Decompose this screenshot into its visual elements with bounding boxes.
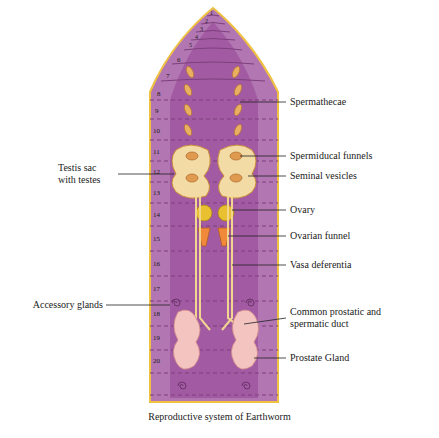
testis-sacs <box>172 145 256 198</box>
leader-lines <box>106 102 286 358</box>
segment-number: 16 <box>153 260 160 268</box>
segment-number: 11 <box>153 148 160 156</box>
accessory-glands <box>172 299 254 389</box>
part-label: Accessory glands <box>33 299 103 311</box>
vasa-deferentia <box>186 196 244 330</box>
segment-number: 18 <box>153 310 160 318</box>
ovarian-funnels <box>198 228 230 246</box>
part-label: Ovary <box>290 204 315 216</box>
prostate-glands <box>173 310 258 369</box>
segment-number: 6 <box>177 56 181 64</box>
segment-number: 9 <box>155 107 159 115</box>
segment-number: 5 <box>189 42 192 49</box>
segment-number: 10 <box>153 127 160 135</box>
part-label: Testis sac with testes <box>58 162 116 185</box>
segment-number: 4 <box>195 34 198 41</box>
segment-number: 17 <box>153 285 160 293</box>
figure-caption: Reproductive system of Earthworm <box>0 411 439 423</box>
segment-number: 15 <box>153 235 160 243</box>
spermathecae <box>183 65 244 136</box>
segment-number: 20 <box>153 357 160 365</box>
part-label: Seminal vesicles <box>290 170 357 182</box>
segment-number: 7 <box>166 72 170 80</box>
part-label: Common prostatic and spermatic duct <box>290 306 382 329</box>
segment-number: 14 <box>153 211 160 219</box>
part-label: Spermiducal funnels <box>290 150 372 162</box>
segment-number: 19 <box>153 334 160 342</box>
segment-ridges <box>161 15 265 81</box>
segment-number: 13 <box>153 189 160 197</box>
segment-number: 8 <box>157 90 161 98</box>
worm-body <box>150 8 278 402</box>
part-label: Spermathecae <box>290 96 346 108</box>
spermiducal-funnels <box>186 152 242 182</box>
part-label: Vasa deferentia <box>290 259 351 271</box>
part-label: Prostate Gland <box>290 352 349 364</box>
segment-number: 3 <box>200 26 203 33</box>
segment-number: 12 <box>153 168 160 176</box>
part-label: Ovarian funnel <box>290 230 350 242</box>
segment-number: 1 <box>210 10 213 17</box>
segment-number: 2 <box>205 18 208 25</box>
segment-lines <box>150 100 278 395</box>
